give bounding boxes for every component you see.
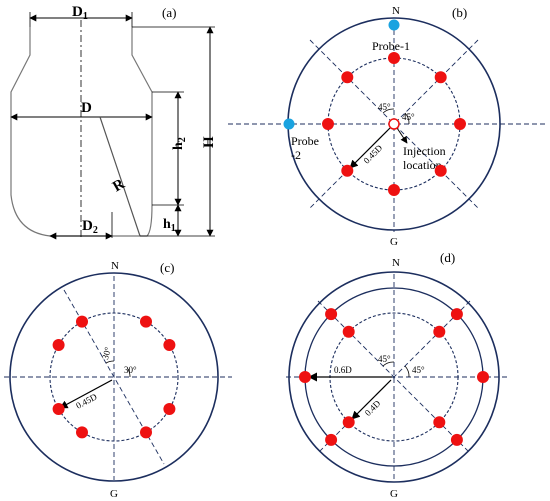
r-radius-line <box>99 116 141 237</box>
panel-d-outer-radius-label: 0.6D <box>334 365 352 375</box>
h-total-label: H <box>201 136 217 148</box>
panel-d-outer-point-1 <box>477 371 489 383</box>
panel-d-inner-point-3 <box>342 325 355 338</box>
panel-c-angle-1: 30° <box>100 346 113 361</box>
d2-label: D2 <box>82 218 98 236</box>
panel-b-point-6 <box>341 71 354 84</box>
panel-b-points <box>322 52 466 196</box>
panel-d-inner-radius-arrow <box>351 379 392 420</box>
d1-label: D1 <box>72 4 88 22</box>
panel-b-injection-arrow <box>396 127 408 144</box>
panel-d-angle-1: 45° <box>378 354 391 364</box>
panel-b-point-8 <box>434 71 447 84</box>
panel-c-point-3 <box>76 426 88 439</box>
panel-c-vessel-circle <box>9 272 219 482</box>
panel-c-point-7 <box>140 315 152 328</box>
panel-d-layout: (d) N G 45° 45° 0.6D 0.4D <box>286 250 510 500</box>
panel-c-point-5 <box>52 339 65 351</box>
panel-b-south-label: G <box>390 236 398 248</box>
panel-b-radius-label: 0.45D <box>361 142 384 165</box>
panel-a-label: (a) <box>162 5 176 20</box>
panel-d-label: (d) <box>440 250 455 265</box>
panel-c-point-2 <box>140 426 152 439</box>
panel-c-layout: (c) N G 30° 30° 0.45D <box>4 260 232 500</box>
panel-c-radius-arrow <box>59 379 113 409</box>
panel-c-angle-2: 30° <box>124 365 137 375</box>
panel-c-label: (c) <box>160 260 174 275</box>
panel-b-layout: (b) N G 45° 45° 0.45D Injection location… <box>228 5 548 248</box>
panel-b-injection-label-line1: Injection <box>403 144 446 158</box>
panel-b-angle-1: 45° <box>378 102 391 112</box>
probe-2-marker <box>283 118 295 130</box>
panel-c-north-label: N <box>111 260 119 272</box>
probe-2-label-line2: -2 <box>291 148 301 162</box>
panel-c-point-4 <box>52 403 65 415</box>
panel-b-point-1 <box>454 118 466 130</box>
panel-b-north-label: N <box>392 5 400 17</box>
panel-d-diagonal-2 <box>317 300 471 454</box>
injection-location-marker <box>388 118 400 130</box>
panel-d-angle-arc-1 <box>382 361 395 367</box>
panel-d-inner-point-4 <box>433 325 446 338</box>
probe-1-label: Probe-1 <box>372 39 410 53</box>
panel-a-vessel-drawing: (a) D1 D R D2 h2 h1 H <box>10 4 217 240</box>
panel-c-south-label: G <box>110 488 118 500</box>
probe-2-label-line1: Probe <box>291 134 319 148</box>
panel-c-angle-arc-1 <box>105 360 115 364</box>
panel-c-points <box>52 315 176 439</box>
h1-label: h1 <box>163 217 176 234</box>
panel-b-radius-arrow <box>349 127 391 169</box>
panel-d-inner-radius-label: 0.4D <box>363 398 383 418</box>
panel-c-angle-arc-2 <box>127 368 131 378</box>
d-label: D <box>81 100 92 116</box>
panel-d-outer-point-3 <box>325 433 338 446</box>
panel-d-outer-point-6 <box>450 308 463 321</box>
panel-b-point-7 <box>388 52 400 64</box>
panel-d-outer-point-4 <box>299 371 311 383</box>
panel-b-angle-arc-1 <box>382 108 395 114</box>
panel-b-angle-arc-2 <box>404 112 410 125</box>
panel-d-north-label: N <box>392 257 400 269</box>
panel-b-point-2 <box>434 164 447 177</box>
panel-c-point-8 <box>163 339 176 351</box>
panel-d-inner-point-1 <box>433 416 446 429</box>
panel-c-point-1 <box>163 403 176 415</box>
panel-b-angle-2: 45° <box>402 112 415 122</box>
panel-d-points <box>299 308 489 446</box>
panel-d-inner-point-2 <box>342 416 355 429</box>
panel-b-point-5 <box>322 118 334 130</box>
panel-d-outer-point-2 <box>450 433 463 446</box>
panel-d-angle-2: 45° <box>412 365 425 375</box>
panel-d-angle-arc-2 <box>404 365 410 378</box>
panel-c-point-6 <box>76 315 88 328</box>
panel-d-south-label: G <box>390 488 398 500</box>
panel-b-point-4 <box>341 164 354 177</box>
h2-label: h2 <box>171 137 188 150</box>
panel-b-point-3 <box>388 184 400 196</box>
panel-b-label: (b) <box>452 5 467 20</box>
panel-d-outer-point-5 <box>325 308 338 321</box>
panel-b-injection-label-line2: location <box>403 158 442 172</box>
probe-1-marker <box>388 19 400 31</box>
